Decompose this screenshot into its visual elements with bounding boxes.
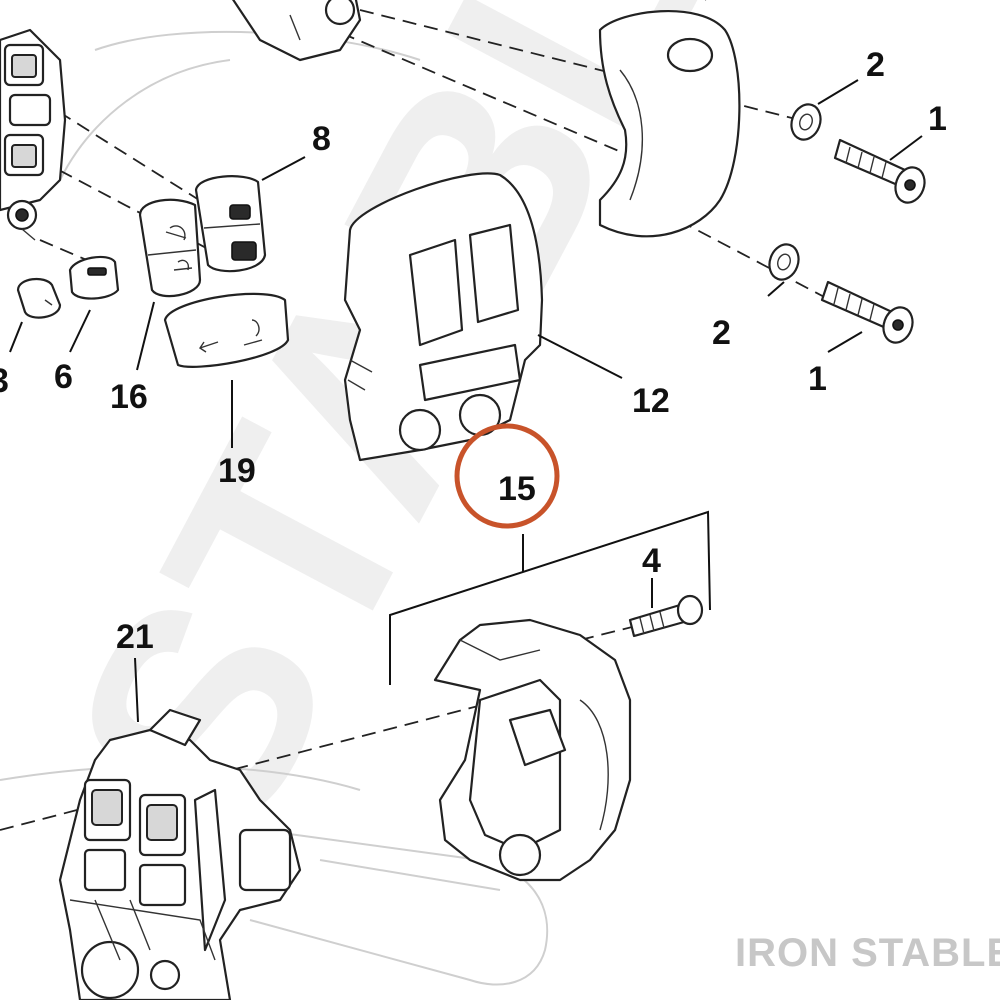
callout-3: 3: [0, 362, 9, 400]
callout-15-highlight-circle: [454, 423, 560, 529]
callout-21: 21: [116, 618, 154, 656]
left-switch-stack: [0, 28, 67, 241]
part-21-switch-assembly: [58, 708, 302, 1000]
assembly-bracket-15: [389, 510, 711, 685]
callout-6: 6: [54, 358, 73, 396]
callout-1-upper: 1: [928, 100, 947, 138]
callout-1-lower: 1: [808, 360, 827, 398]
callout-2-lower: 2: [712, 314, 731, 352]
part-19-button: [163, 292, 290, 368]
small-rocker-button: [68, 255, 120, 300]
part-12-housing: [343, 172, 544, 462]
right-cap: [598, 0, 741, 238]
callout-8: 8: [312, 120, 331, 158]
leader-lines: [9, 79, 923, 723]
part-2-washer-lower: [768, 243, 800, 281]
callout-16: 16: [110, 378, 148, 416]
part-6-cap: [16, 277, 62, 319]
part-4-screw: [628, 594, 704, 638]
callout-12: 12: [632, 382, 670, 420]
part-1-screw-upper: [833, 138, 926, 204]
top-housing-partial: [232, 0, 362, 62]
callouts: 2 1 2 1 8 12 19 16 6 3 4 21 15: [0, 46, 947, 656]
callout-4: 4: [642, 542, 661, 580]
callout-2-upper: 2: [866, 46, 885, 84]
brand-watermark: IRON STABLE: [735, 931, 1000, 975]
callout-19: 19: [218, 452, 256, 490]
part-16-button: [138, 198, 202, 298]
part-15-housing: [433, 618, 632, 882]
part-8-button: [194, 175, 267, 273]
callout-15: 15: [498, 470, 536, 508]
part-1-screw-lower: [820, 280, 914, 344]
part-2-washer-upper: [790, 103, 822, 141]
